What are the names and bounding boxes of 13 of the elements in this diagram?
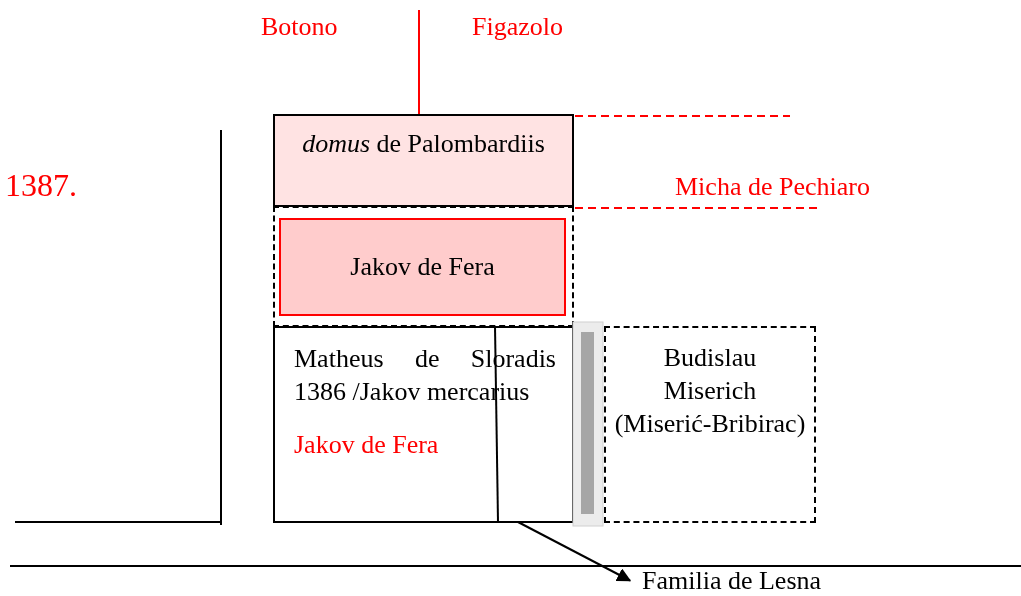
plot-box <box>273 206 574 327</box>
house-box <box>273 114 574 207</box>
year-label: 1387. <box>5 170 77 200</box>
owner-name: Jakov de Fera <box>294 429 440 461</box>
house-box <box>279 218 566 316</box>
name-text: Budislau Miserich (Miserić-Bribirac) <box>613 342 807 440</box>
name-label: Figazolo <box>472 12 563 42</box>
name-text: Jakov de Fera <box>349 251 496 283</box>
name-label: Botono <box>261 12 338 42</box>
name-text: domus de Palombardiis <box>301 128 546 160</box>
name-text: Familia de Lesna <box>642 566 823 595</box>
arrow <box>517 521 632 582</box>
name-label: Micha de Pechiaro <box>675 172 870 202</box>
